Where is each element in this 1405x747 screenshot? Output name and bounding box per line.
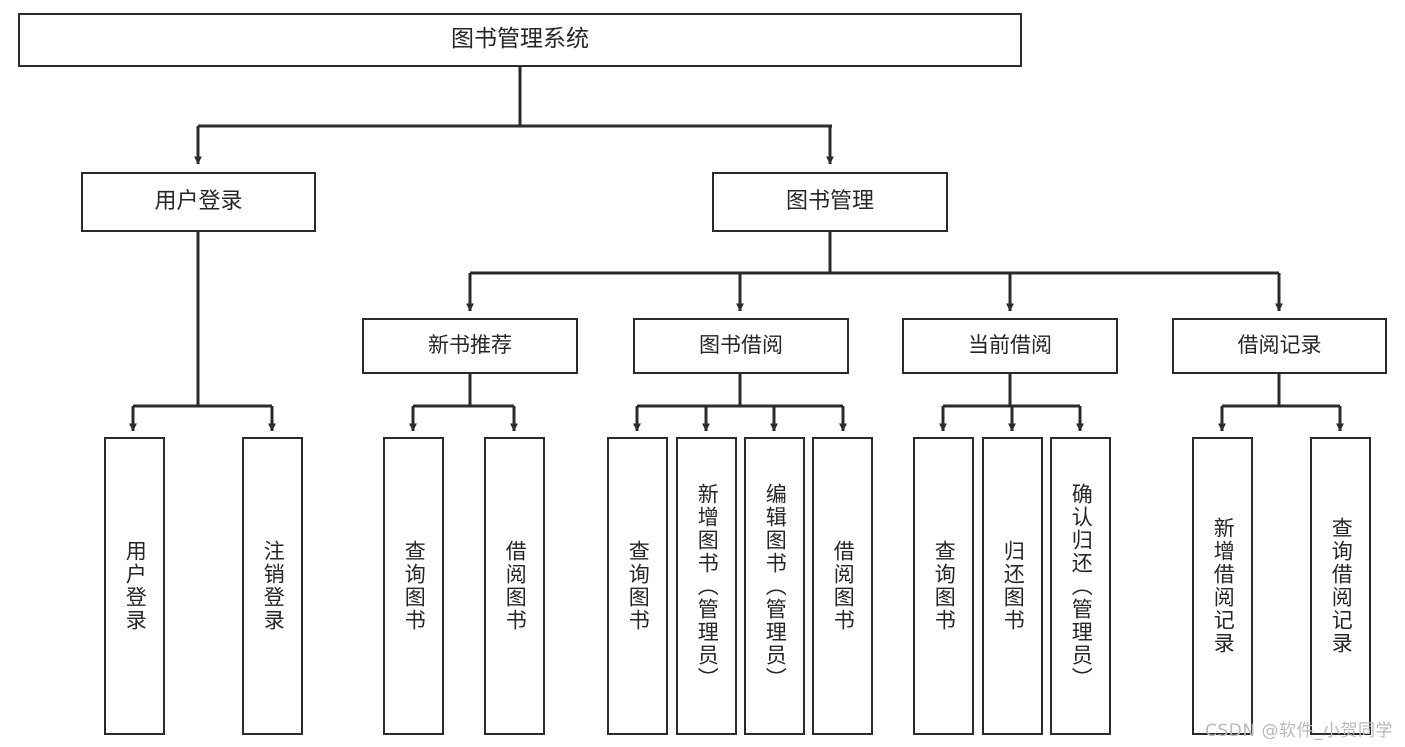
node-label: 图书借阅 [699, 333, 783, 358]
node-label: 当前借阅 [968, 333, 1052, 358]
node-label: 图书管理 [785, 188, 874, 214]
node-label: 注销登录 [261, 540, 286, 632]
node-label: 借阅图书 [831, 540, 856, 632]
leaf-record-add[interactable]: 新增借阅记录 [1192, 437, 1253, 735]
node-label: 确认归还（管理员） [1069, 482, 1094, 690]
leaf-borrow-borrow-book[interactable]: 借阅图书 [812, 437, 873, 735]
leaf-user-login-logout[interactable]: 注销登录 [242, 437, 303, 735]
leaf-current-query-book[interactable]: 查询图书 [913, 437, 974, 735]
node-borrow-record[interactable]: 借阅记录 [1172, 318, 1387, 374]
node-label: 新增图书（管理员） [695, 482, 720, 690]
leaf-borrow-query-book[interactable]: 查询图书 [607, 437, 668, 735]
leaf-current-confirm-return[interactable]: 确认归还（管理员） [1050, 437, 1111, 735]
watermark: CSDN @软件_小贺同学 [1205, 721, 1393, 741]
node-label: 新书推荐 [428, 333, 512, 358]
node-label: 编辑图书（管理员） [763, 482, 788, 690]
node-label: 查询图书 [626, 540, 651, 632]
node-current-borrow[interactable]: 当前借阅 [902, 318, 1118, 374]
node-label: 用户登录 [154, 188, 243, 214]
node-label: 查询图书 [932, 540, 957, 632]
leaf-borrow-add-book[interactable]: 新增图书（管理员） [676, 437, 737, 735]
node-label: 借阅记录 [1237, 333, 1322, 358]
node-label: 新增借阅记录 [1211, 517, 1236, 655]
node-user-login[interactable]: 用户登录 [81, 172, 316, 232]
node-root-system[interactable]: 图书管理系统 [18, 13, 1022, 67]
node-book-management[interactable]: 图书管理 [712, 172, 948, 232]
leaf-borrow-edit-book[interactable]: 编辑图书（管理员） [744, 437, 805, 735]
leaf-current-return-book[interactable]: 归还图书 [982, 437, 1043, 735]
leaf-new-book-borrow[interactable]: 借阅图书 [484, 437, 545, 735]
leaf-new-book-query[interactable]: 查询图书 [383, 437, 444, 735]
node-label: 图书管理系统 [451, 26, 589, 53]
node-new-book-recommend[interactable]: 新书推荐 [362, 318, 578, 374]
node-label: 查询图书 [402, 540, 427, 632]
node-label: 查询借阅记录 [1329, 517, 1354, 655]
node-label: 借阅图书 [503, 540, 528, 632]
node-label: 归还图书 [1001, 540, 1026, 632]
node-book-borrow[interactable]: 图书借阅 [633, 318, 849, 374]
leaf-record-query[interactable]: 查询借阅记录 [1310, 437, 1371, 735]
node-label: 用户登录 [123, 540, 148, 632]
leaf-user-login-login[interactable]: 用户登录 [104, 437, 165, 735]
